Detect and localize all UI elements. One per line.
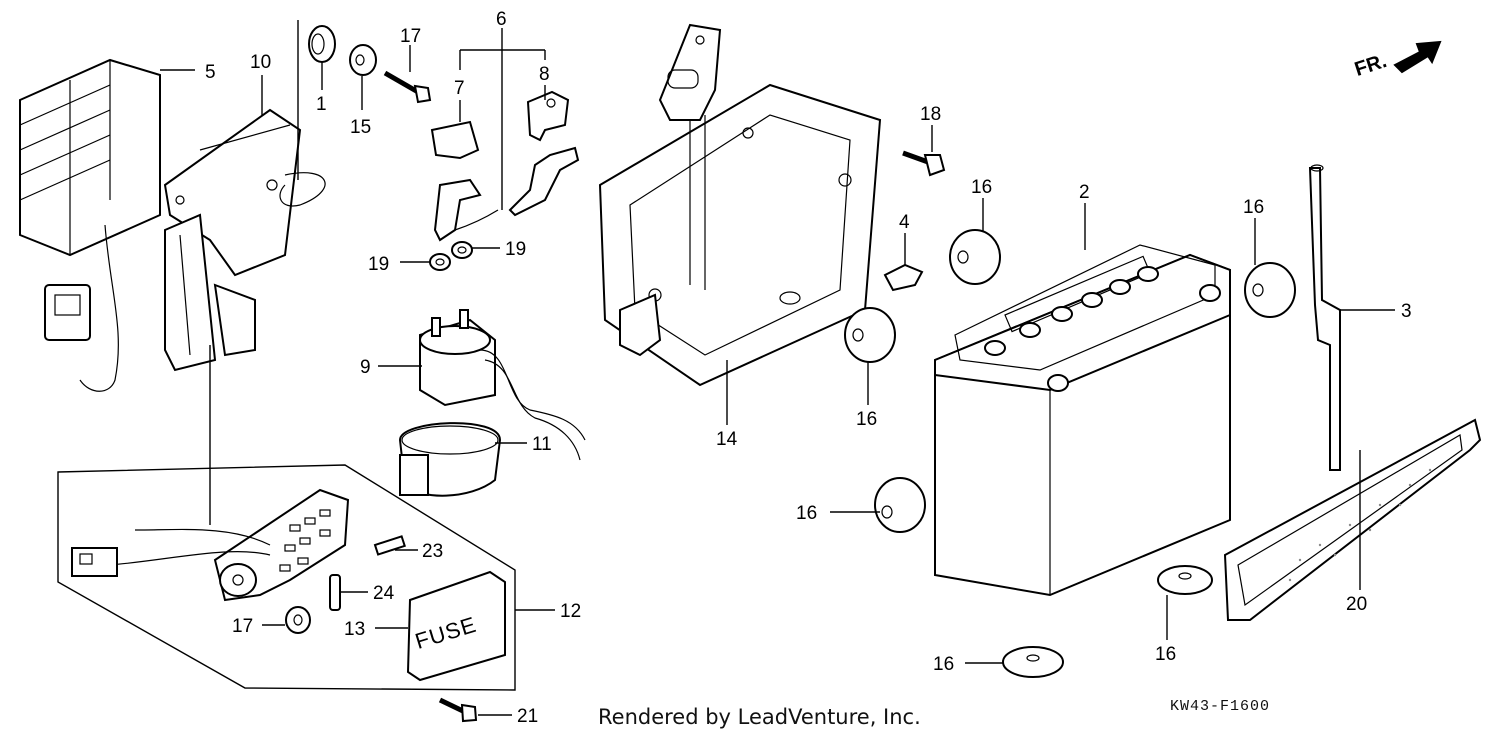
grommet-16-f bbox=[1002, 646, 1064, 678]
callout-21: 21 bbox=[517, 706, 538, 727]
band-texture bbox=[1288, 468, 1432, 582]
battery-box bbox=[598, 23, 882, 387]
terminal-cover-7 bbox=[430, 120, 480, 160]
callout-20: 20 bbox=[1346, 594, 1367, 615]
callout-16-e: 16 bbox=[1155, 644, 1176, 665]
callout-10: 10 bbox=[250, 52, 271, 73]
front-arrow-icon bbox=[1393, 40, 1442, 74]
bolt-21 bbox=[438, 697, 478, 723]
fuse-box-group bbox=[57, 464, 516, 691]
callout-11: 11 bbox=[532, 434, 552, 455]
nut-19-right bbox=[451, 241, 473, 259]
grommet-16-d bbox=[874, 477, 926, 533]
callout-1: 1 bbox=[316, 94, 327, 115]
leader-lines bbox=[160, 20, 1395, 716]
bolt-22 bbox=[383, 70, 432, 104]
footer-credit: Rendered by LeadVenture, Inc. bbox=[598, 705, 921, 729]
callout-23: 23 bbox=[422, 541, 443, 562]
callout-16-b: 16 bbox=[1243, 197, 1264, 218]
callout-3: 3 bbox=[1401, 301, 1412, 322]
battery-terminals bbox=[984, 266, 1221, 392]
callout-16-d: 16 bbox=[796, 503, 817, 524]
callout-16-f: 16 bbox=[933, 654, 954, 675]
collar bbox=[349, 44, 377, 76]
fuse-24 bbox=[329, 574, 341, 611]
regulator-rectifier bbox=[19, 58, 161, 392]
collar-17 bbox=[285, 606, 311, 634]
callout-24: 24 bbox=[373, 583, 395, 604]
callout-12: 12 bbox=[560, 601, 581, 622]
nut-19-left bbox=[429, 253, 451, 271]
callout-13: 13 bbox=[344, 619, 365, 640]
callout-4: 4 bbox=[899, 212, 910, 233]
callout-8: 8 bbox=[539, 64, 550, 85]
callout-5: 5 bbox=[205, 62, 216, 83]
battery-cable bbox=[433, 146, 580, 242]
callout-16-a: 16 bbox=[971, 177, 992, 198]
fuse-cover: FUSE bbox=[406, 570, 506, 682]
callout-labels: 5 10 1 15 17 6 7 8 19 19 9 11 14 18 4 2 … bbox=[205, 9, 1412, 727]
grommet-16-b bbox=[1244, 262, 1296, 318]
bolt-18 bbox=[902, 150, 946, 177]
callout-15: 15 bbox=[350, 117, 371, 138]
mount-bracket bbox=[163, 108, 326, 372]
relay-holder bbox=[398, 422, 502, 497]
callout-18: 18 bbox=[920, 104, 941, 125]
callout-2: 2 bbox=[1079, 182, 1090, 203]
callout-16-c: 16 bbox=[856, 409, 877, 430]
callout-14: 14 bbox=[716, 429, 738, 450]
fuse-23 bbox=[373, 535, 406, 556]
callout-17: 17 bbox=[232, 616, 253, 637]
callout-7: 7 bbox=[454, 78, 465, 99]
grommet-16-e bbox=[1157, 565, 1213, 595]
callout-19-left: 19 bbox=[368, 254, 389, 275]
callout-9: 9 bbox=[360, 357, 371, 378]
starter-relay bbox=[419, 309, 586, 461]
callout-6: 6 bbox=[496, 9, 507, 30]
diagram-code: KW43-F1600 bbox=[1170, 698, 1271, 715]
battery bbox=[934, 244, 1231, 597]
grommet-16-a bbox=[949, 229, 1001, 285]
battery-band bbox=[1223, 418, 1482, 621]
grommet-16-c bbox=[844, 307, 896, 363]
cushion-4 bbox=[883, 263, 924, 292]
callout-19-right: 19 bbox=[505, 239, 526, 260]
terminal-cover-8 bbox=[526, 90, 570, 142]
breather-tube bbox=[1308, 164, 1341, 471]
grommet-small bbox=[308, 25, 336, 63]
fuse-slots bbox=[279, 509, 331, 572]
callout-22: 17 bbox=[400, 26, 421, 47]
